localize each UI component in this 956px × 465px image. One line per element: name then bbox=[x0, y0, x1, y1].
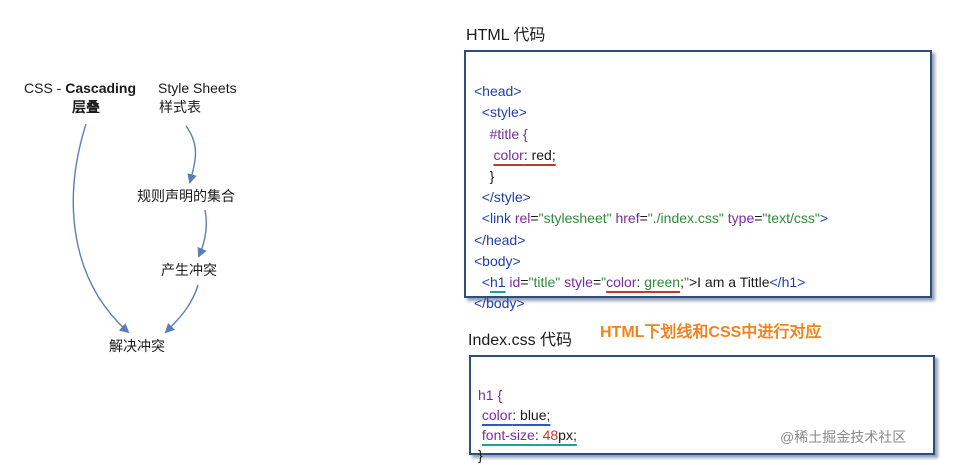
cascading-word: Cascading bbox=[65, 80, 137, 96]
cascading-cn-label: 层叠 bbox=[72, 99, 100, 115]
code-line: #title { bbox=[489, 125, 528, 142]
html-code: <head> <style> #title { color: red; } </… bbox=[474, 60, 828, 314]
style-sheets-cn-label: 样式表 bbox=[159, 99, 201, 115]
code-line: } bbox=[489, 168, 495, 185]
node-resolve-conflict: 解决冲突 bbox=[109, 338, 165, 354]
html-panel-title: HTML 代码 bbox=[466, 27, 546, 44]
arrow-stylesheets-to-rules bbox=[185, 125, 197, 184]
code-line: </head> bbox=[474, 231, 526, 248]
code-line: <style> bbox=[481, 104, 527, 121]
style-sheets-label: Style Sheets bbox=[158, 80, 237, 96]
code-line: <body> bbox=[474, 252, 521, 269]
css-prefix: CSS - bbox=[24, 80, 66, 96]
underline-correspondence-note: HTML下划线和CSS中进行对应 bbox=[600, 324, 822, 341]
arrow-rules-to-conflict bbox=[197, 209, 208, 258]
underlined-font-size: font-size: 48px; bbox=[481, 427, 577, 443]
code-line: <head> bbox=[474, 83, 522, 100]
node-produce-conflict: 产生冲突 bbox=[161, 262, 217, 278]
code-line-link: <link rel="stylesheet" href="./index.css… bbox=[481, 210, 829, 227]
underlined-color-green: color: green bbox=[606, 274, 681, 291]
css-code-box: h1 { color: blue; font-size: 48px; } bbox=[469, 355, 935, 463]
watermark: @稀土掘金技术社区 bbox=[780, 429, 907, 445]
code-line: h1 { bbox=[478, 387, 503, 403]
underlined-color-red: color: red; bbox=[493, 146, 556, 163]
css-panel-title: Index.css 代码 bbox=[468, 332, 573, 349]
arrow-cascading-to-resolve bbox=[72, 123, 130, 334]
css-acronym-label: CSS - Cascading bbox=[24, 80, 136, 97]
underlined-h1-tag: h1 bbox=[489, 274, 506, 291]
underlined-color-blue: color: blue; bbox=[481, 407, 551, 423]
html-code-box: <head> <style> #title { color: red; } </… bbox=[464, 50, 932, 311]
css-code: h1 { color: blue; font-size: 48px; } bbox=[478, 365, 577, 465]
code-line-h1: <h1 id="title" style="color: green;">I a… bbox=[481, 274, 806, 291]
node-rules-declaration: 规则声明的集合 bbox=[137, 188, 235, 204]
code-line: </body> bbox=[474, 295, 525, 312]
code-line: </style> bbox=[481, 189, 531, 206]
code-line: } bbox=[478, 447, 483, 463]
arrow-conflict-to-resolve bbox=[164, 284, 199, 334]
